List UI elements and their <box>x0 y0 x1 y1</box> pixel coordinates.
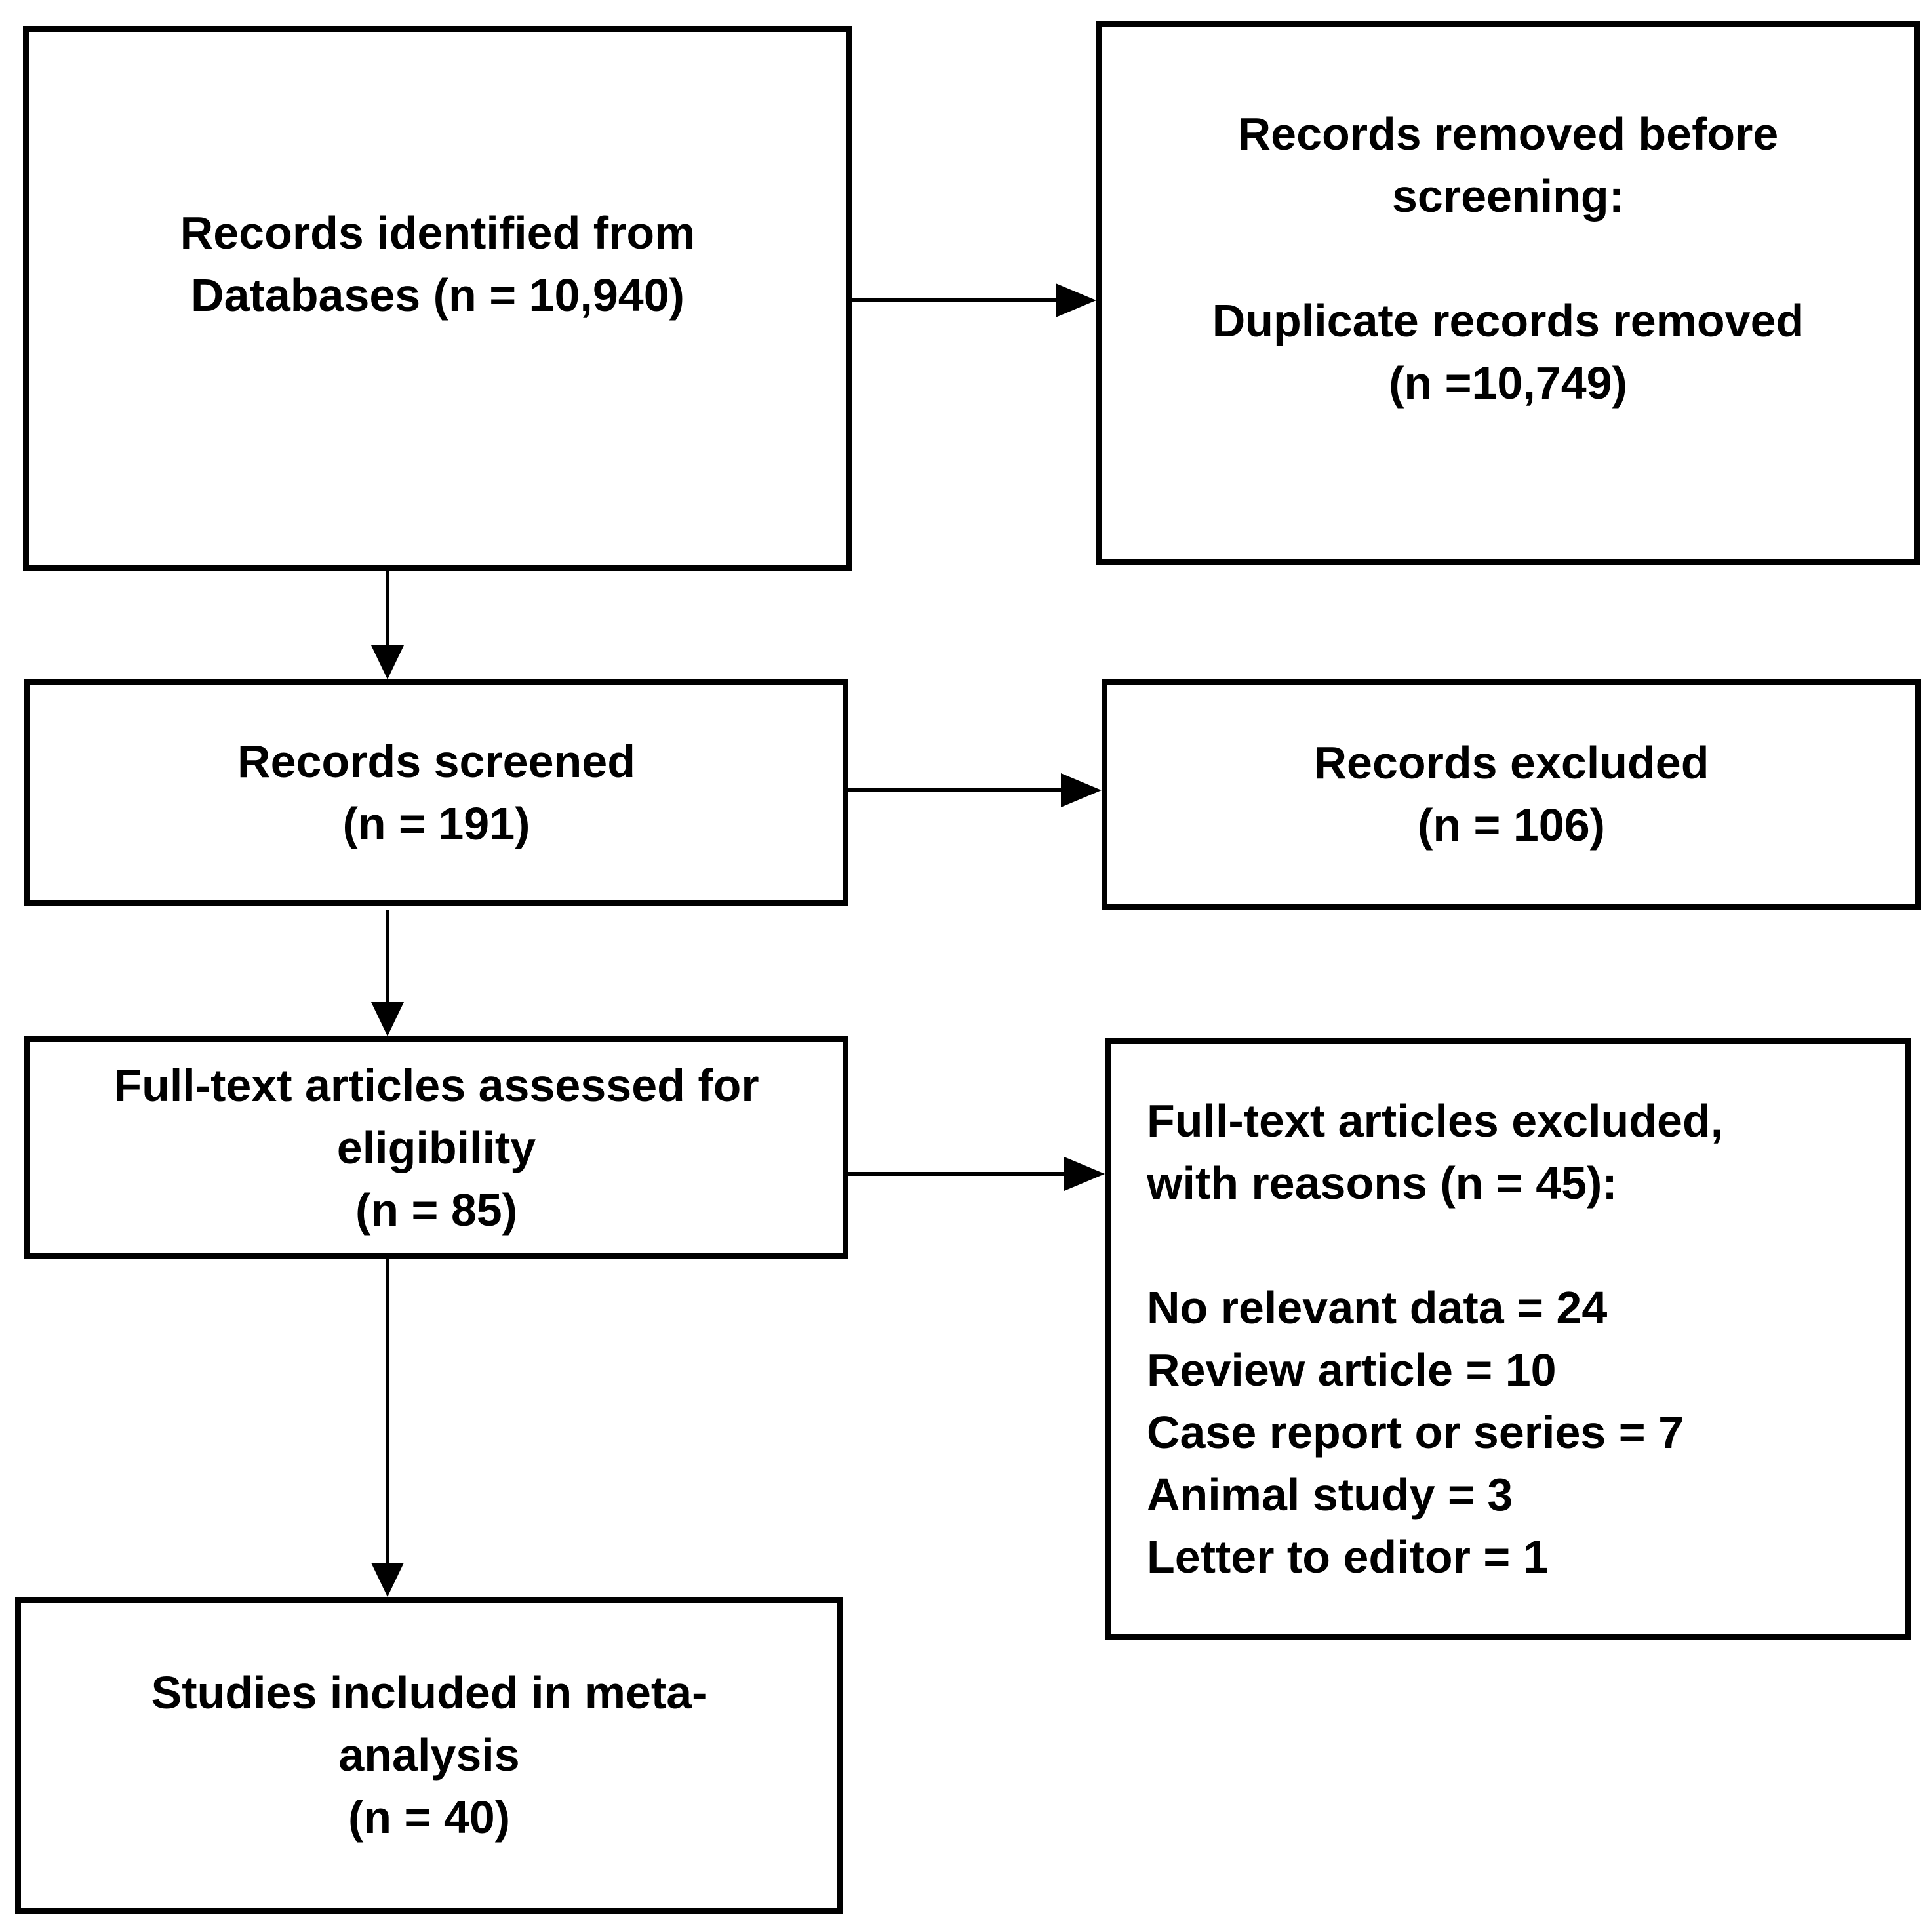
arrowhead-down-icon <box>371 645 404 679</box>
text-line: (n = 106) <box>1418 799 1605 851</box>
box-records-removed-text: Records removed before screening: Duplic… <box>1102 103 1914 414</box>
box-fulltext-assessed: Full-text articles assessed for eligibil… <box>24 1036 848 1259</box>
text-line: analysis <box>338 1729 520 1781</box>
arrowhead-right-icon <box>1064 1157 1105 1191</box>
arrow-screened-to-excluded-shaft <box>848 788 1062 792</box>
arrow-identified-to-removed-shaft <box>852 298 1058 302</box>
text-line: Full-text articles excluded, <box>1147 1095 1724 1146</box>
text-line: (n = 85) <box>355 1184 518 1236</box>
text-line: Duplicate records removed <box>1212 295 1804 346</box>
box-records-excluded-text: Records excluded (n = 106) <box>1107 732 1915 856</box>
text-line: (n =10,749) <box>1389 357 1627 409</box>
text-line: Databases (n = 10,940) <box>191 269 685 321</box>
text-line: Letter to editor = 1 <box>1147 1531 1549 1582</box>
box-fulltext-excluded: Full-text articles excluded, with reason… <box>1105 1038 1911 1640</box>
text-line: Records excluded <box>1313 737 1709 788</box>
arrowhead-right-icon <box>1061 773 1102 807</box>
text-line: eligibility <box>336 1121 536 1173</box>
box-fulltext-excluded-text: Full-text articles excluded, with reason… <box>1147 1090 1895 1588</box>
text-line: Records screened <box>237 735 635 787</box>
arrowhead-down-icon <box>371 1002 404 1036</box>
text-line: screening: <box>1392 171 1624 222</box>
text-line: Studies included in meta- <box>151 1667 707 1718</box>
box-records-identified: Records identified from Databases (n = 1… <box>23 26 852 571</box>
text-line-blank <box>1102 228 1914 290</box>
arrowhead-right-icon <box>1056 283 1096 317</box>
text-line: with reasons (n = 45): <box>1147 1157 1618 1209</box>
box-records-screened: Records screened (n = 191) <box>24 679 848 906</box>
text-line: (n = 40) <box>348 1792 511 1843</box>
text-line: Full-text articles assessed for <box>113 1059 759 1111</box>
text-line: No relevant data = 24 <box>1147 1281 1608 1333</box>
arrow-fulltext-to-ftexcluded-shaft <box>848 1172 1065 1176</box>
text-line: Review article = 10 <box>1147 1344 1557 1396</box>
arrow-fulltext-to-included-shaft <box>386 1259 389 1563</box>
box-studies-included: Studies included in meta- analysis (n = … <box>15 1597 843 1914</box>
text-line: Records identified from <box>180 207 696 258</box>
box-records-removed-before-screening: Records removed before screening: Duplic… <box>1096 21 1920 565</box>
box-studies-included-text: Studies included in meta- analysis (n = … <box>21 1662 837 1849</box>
text-line: Records removed before <box>1237 108 1779 159</box>
box-fulltext-assessed-text: Full-text articles assessed for eligibil… <box>30 1055 843 1241</box>
text-line: (n = 191) <box>342 797 530 849</box>
box-records-identified-text: Records identified from Databases (n = 1… <box>29 202 846 327</box>
box-records-excluded: Records excluded (n = 106) <box>1102 679 1921 910</box>
text-line: Case report or series = 7 <box>1147 1406 1684 1458</box>
arrow-identified-to-screened-shaft <box>386 571 389 647</box>
text-line-blank <box>1147 1215 1895 1277</box>
text-line: Animal study = 3 <box>1147 1468 1513 1520</box>
box-records-screened-text: Records screened (n = 191) <box>30 731 843 855</box>
arrow-screened-to-fulltext-shaft <box>386 910 389 1003</box>
arrowhead-down-icon <box>371 1563 404 1597</box>
